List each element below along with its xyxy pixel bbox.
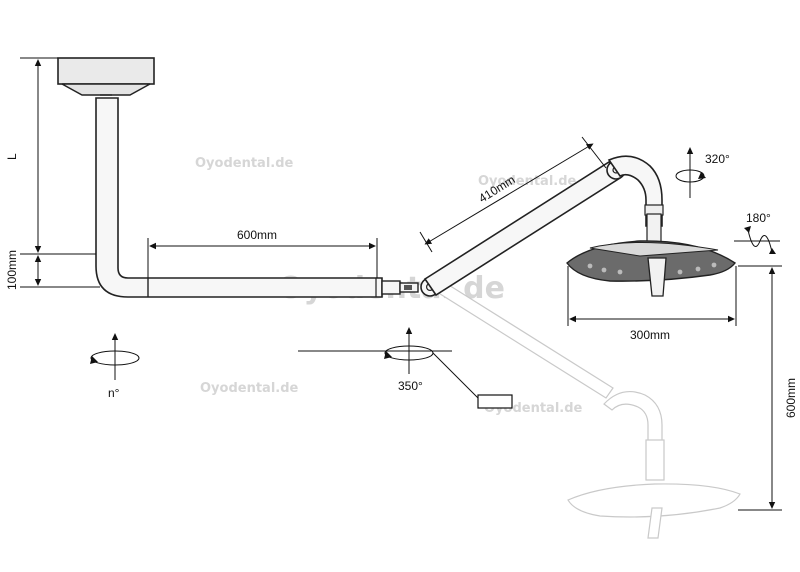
label-n-deg: n° — [108, 386, 120, 400]
support-arm — [95, 97, 383, 298]
label-300mm: 300mm — [630, 328, 670, 342]
label-600mm-vertical: 600mm — [784, 378, 798, 418]
rotation-350-icon — [298, 327, 513, 409]
dim-L — [20, 57, 100, 288]
dim-300mm — [567, 266, 737, 326]
tilt-arrow-icon — [734, 226, 780, 254]
rotation-n-icon — [90, 333, 140, 380]
watermark-3: Oyodental.de — [200, 381, 299, 396]
ceiling-mount — [57, 57, 155, 96]
ghost-lamp-position — [436, 281, 741, 539]
lamp-head — [566, 240, 737, 297]
dim-410mm — [419, 136, 607, 253]
label-L: L — [5, 153, 19, 160]
dim-600mm — [147, 238, 378, 278]
dim-600mm-vertical — [738, 265, 782, 511]
label-100mm: 100mm — [5, 250, 19, 290]
label-180deg: 180° — [746, 211, 771, 225]
label-600mm: 600mm — [237, 228, 277, 242]
rotation-arrow-icon — [675, 147, 706, 198]
label-350deg: 350° — [398, 379, 423, 393]
watermark-1: Oyodental.de — [195, 156, 294, 171]
label-320deg: 320° — [705, 152, 730, 166]
